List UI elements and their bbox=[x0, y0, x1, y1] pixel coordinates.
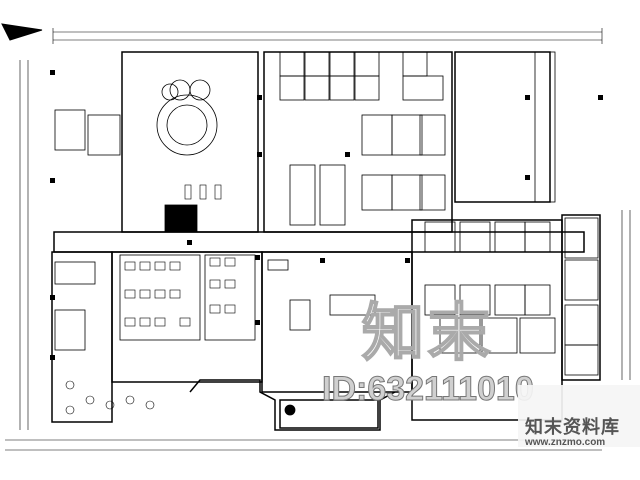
watermark-logo: 知末 bbox=[361, 298, 495, 369]
watermark-badge bbox=[518, 385, 640, 447]
furniture bbox=[65, 184, 236, 415]
columns bbox=[50, 70, 603, 360]
watermark-brand: 知末资料库 bbox=[525, 417, 620, 437]
exterior-walls bbox=[51, 51, 601, 431]
north-arrow-icon bbox=[1, 23, 43, 41]
watermark-url: www.znzmo.com bbox=[525, 437, 606, 448]
dimension-lines bbox=[5, 28, 631, 451]
rooms bbox=[54, 51, 599, 416]
watermark-id: ID:632111010 bbox=[322, 370, 535, 409]
